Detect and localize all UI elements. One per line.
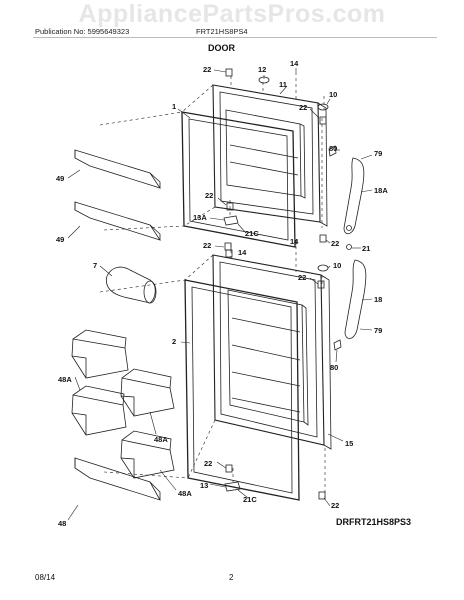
door-shelf <box>74 457 161 501</box>
callout-2: 2 <box>172 337 176 346</box>
callout-79: 79 <box>374 326 382 335</box>
fresh-food-door-panel <box>212 254 332 450</box>
callout-12: 12 <box>258 65 266 74</box>
door-bin <box>71 329 129 379</box>
freezer-handle <box>343 157 365 235</box>
dairy-door-bin <box>106 266 157 304</box>
callout-14: 14 <box>290 59 299 68</box>
header-rule <box>33 37 437 38</box>
callout-79: 79 <box>374 149 382 158</box>
callout-21c: 21C <box>243 495 257 504</box>
callout-48a: 48A <box>178 489 192 498</box>
callout-1: 1 <box>172 102 176 111</box>
publication-number: Publication No: 5995649323 <box>35 27 130 36</box>
leader-lines <box>67 68 373 521</box>
callout-49: 49 <box>56 174 64 183</box>
callout-22: 22 <box>299 103 307 112</box>
callout-14: 14 <box>290 237 299 246</box>
fresh-food-handle <box>344 259 367 339</box>
fresh-food-projection-lines <box>99 244 326 498</box>
callout-48a: 48A <box>154 435 168 444</box>
callout-18: 18 <box>374 295 382 304</box>
freezer-door-shelf <box>74 201 161 241</box>
diagram-code: DRFRT21HS8PS3 <box>336 517 412 527</box>
callout-22: 22 <box>203 241 211 250</box>
callout-21: 21 <box>362 244 370 253</box>
callout-49: 49 <box>56 235 64 244</box>
section-title: DOOR <box>208 43 235 53</box>
fresh-food-gasket <box>184 279 300 501</box>
callout-10: 10 <box>333 261 341 270</box>
callout-13: 13 <box>200 481 208 490</box>
callout-14: 14 <box>238 248 247 257</box>
callout-15: 15 <box>345 439 353 448</box>
callout-22: 22 <box>331 501 339 510</box>
footer-date: 08/14 <box>35 573 56 582</box>
freezer-door-panel <box>212 84 328 227</box>
freezer-projection-lines <box>99 72 325 231</box>
callout-22: 22 <box>205 191 213 200</box>
callout-48: 48 <box>58 519 66 528</box>
fresh-food-hardware <box>224 249 342 500</box>
watermark: AppliancePartsPros.com <box>78 0 386 28</box>
callout-21c: 21C <box>245 229 259 238</box>
callout-labels: 22 12 14 11 10 22 1 49 80 79 18A 22 49 1… <box>56 59 388 528</box>
callout-80: 80 <box>330 363 338 372</box>
callout-22: 22 <box>203 65 211 74</box>
callout-80: 80 <box>329 144 337 153</box>
freezer-door-shelf <box>74 149 161 189</box>
callout-18a: 18A <box>374 186 388 195</box>
callout-22: 22 <box>298 273 306 282</box>
door-bin <box>120 368 175 417</box>
door-bin <box>71 385 127 436</box>
model-number: FRT21HS8PS4 <box>196 27 248 36</box>
callout-22: 22 <box>204 459 212 468</box>
footer-page-number: 2 <box>229 573 234 582</box>
callout-10: 10 <box>329 90 337 99</box>
freezer-door-gasket <box>181 111 296 248</box>
callout-11: 11 <box>279 80 287 89</box>
callout-7: 7 <box>93 261 97 270</box>
callout-22: 22 <box>331 239 339 248</box>
callout-48a: 48A <box>58 375 72 384</box>
callout-13a: 13A <box>193 213 207 222</box>
door-bin <box>120 430 175 479</box>
